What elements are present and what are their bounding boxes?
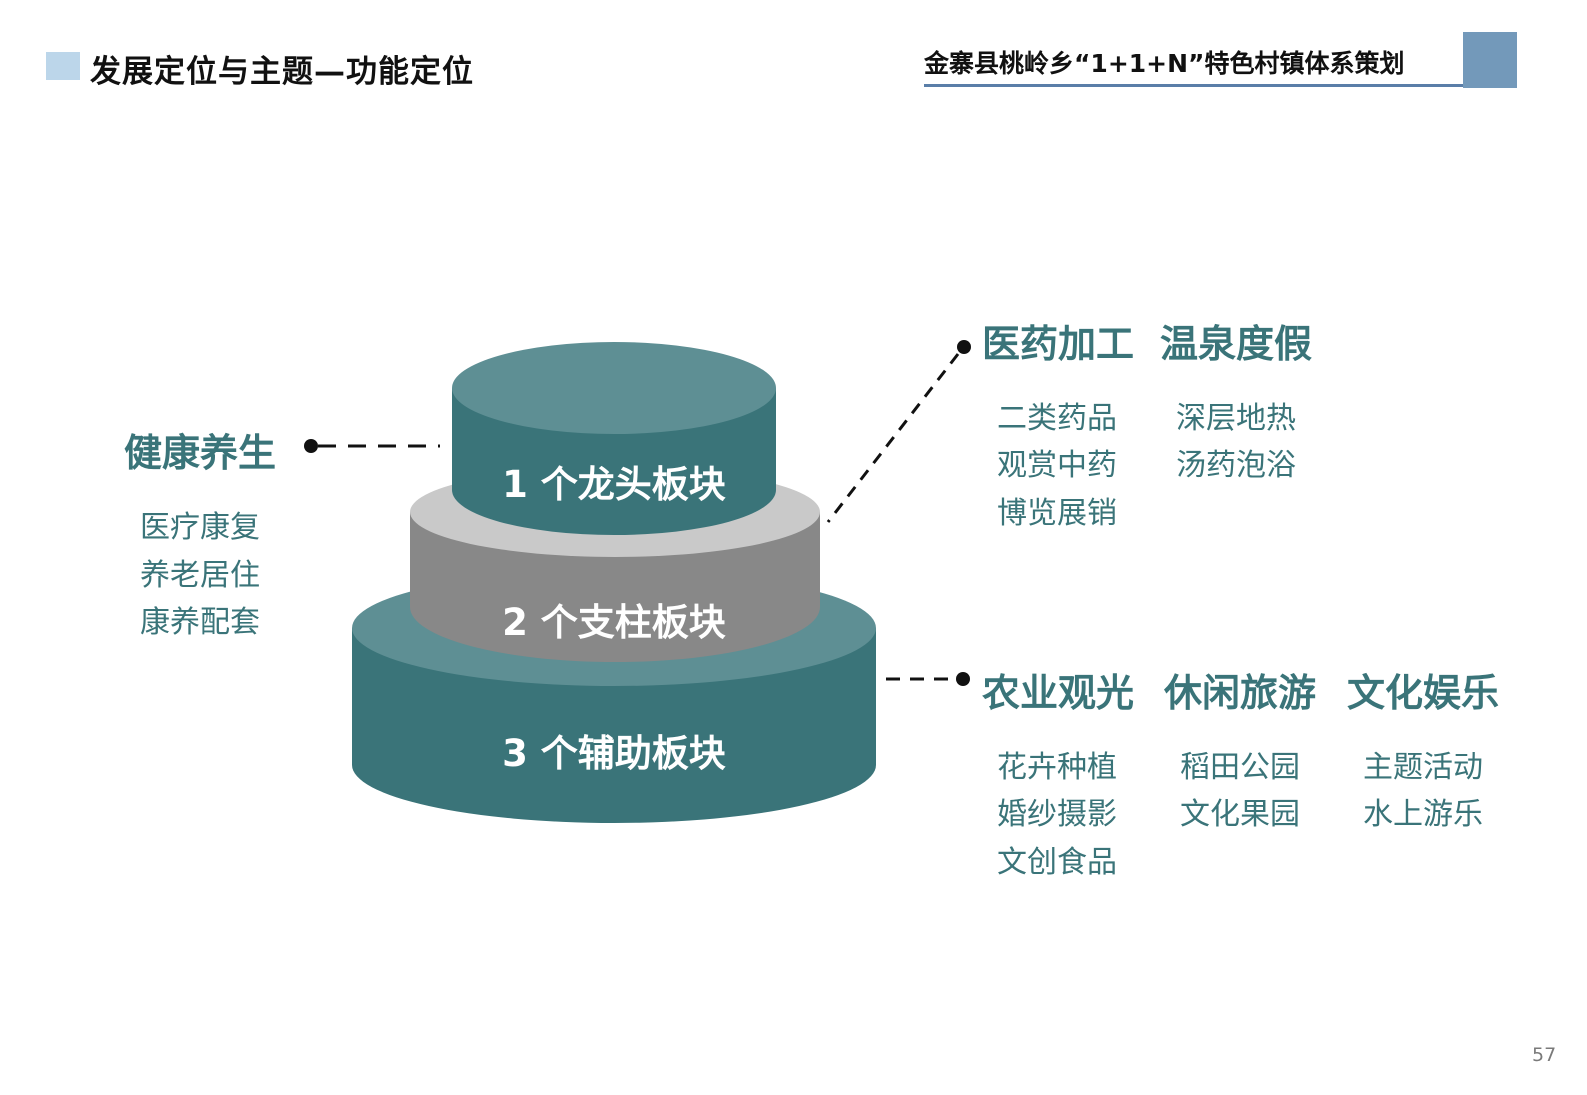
corner-accent-block (1463, 32, 1517, 88)
title-accent-block (46, 52, 80, 80)
bottom-right-heading: 农业观光 (982, 671, 1135, 715)
top-right-heading: 温泉度假 (1160, 322, 1313, 366)
bottom-right-item: 文化果园 (1180, 797, 1300, 832)
bottom-right-heading: 休闲旅游 (1164, 671, 1317, 715)
tier-3-label: 3 个辅助板块 (502, 732, 726, 775)
page-title: 发展定位与主题—功能定位 (90, 54, 474, 90)
bottom-right-item: 文创食品 (997, 845, 1117, 880)
tier-1-shape (452, 342, 776, 535)
connector-left (304, 439, 440, 453)
tier-1-label: 1 个龙头板块 (502, 463, 726, 506)
top-right-item: 观赏中药 (997, 448, 1117, 483)
tier-2-label: 2 个支柱板块 (502, 601, 726, 644)
page-number: 57 (1532, 1044, 1557, 1066)
connector-bottom-right (886, 672, 970, 686)
bottom-right-item: 婚纱摄影 (997, 797, 1117, 832)
left-item: 康养配套 (140, 605, 260, 640)
top-right-item: 二类药品 (997, 401, 1117, 436)
top-right-heading: 医药加工 (982, 322, 1135, 366)
top-right-item: 深层地热 (1176, 401, 1296, 436)
project-title-underline (924, 84, 1464, 87)
left-heading: 健康养生 (124, 431, 277, 475)
project-title: 金寨县桃岭乡“1+1+N”特色村镇体系策划 (924, 49, 1405, 78)
bottom-right-heading: 文化娱乐 (1347, 671, 1500, 715)
left-item: 养老居住 (140, 558, 260, 593)
bottom-right-item: 水上游乐 (1363, 797, 1483, 832)
connector-top-right (826, 340, 971, 523)
bottom-right-item: 主题活动 (1363, 750, 1483, 785)
left-item: 医疗康复 (140, 510, 260, 545)
bottom-right-item: 花卉种植 (997, 750, 1117, 785)
top-right-item: 汤药泡浴 (1176, 448, 1296, 483)
bottom-right-item: 稻田公园 (1180, 750, 1300, 785)
top-right-item: 博览展销 (997, 496, 1117, 531)
